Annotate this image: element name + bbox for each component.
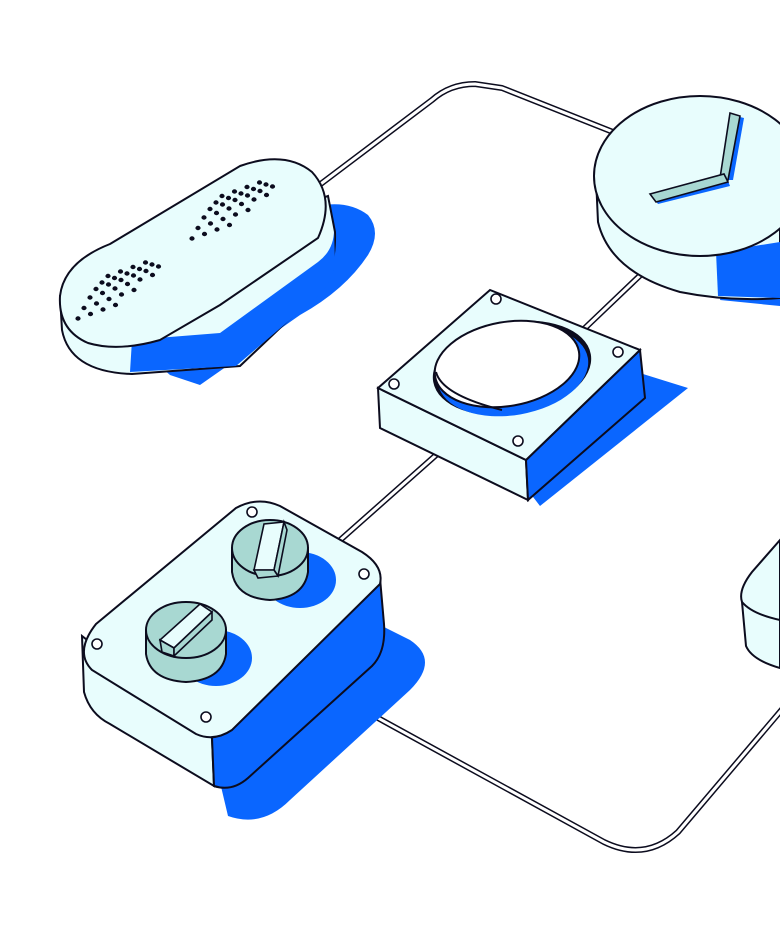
speaker-grille-hole (219, 202, 226, 207)
speaker-grille-hole (87, 295, 93, 300)
clock-hands-icon (648, 111, 744, 204)
speaker-grille-hole (100, 307, 106, 312)
speaker-grille-hole (81, 305, 87, 311)
partial-device (740, 538, 780, 670)
button-shadow (520, 370, 688, 506)
speaker-grille-left (75, 260, 162, 321)
button-screw-icon (388, 378, 400, 390)
speaker-grille-hole (155, 264, 162, 269)
speaker-grille-hole (226, 206, 232, 211)
dial-knob-icon (145, 601, 252, 686)
speaker-grille-hole (117, 269, 124, 274)
speaker-grille-hole (105, 273, 111, 279)
speaker-grille-hole (106, 296, 112, 302)
speaker-grille-hole (87, 311, 94, 317)
speaker-grille-hole (251, 197, 257, 202)
speaker-grille-hole (149, 272, 156, 278)
speaker-grille-hole (225, 195, 232, 201)
button-screw-icon (512, 435, 524, 447)
dial-screw-icon (246, 506, 258, 518)
speaker-grille-hole (213, 200, 219, 205)
speaker-grille-hole (244, 193, 251, 198)
speaker-grille-hole (245, 207, 251, 213)
speaker-grille-hole (232, 212, 239, 217)
speaker-grille-hole (124, 281, 131, 287)
speaker-grille-hole (112, 286, 118, 291)
dial-screw-icon (358, 568, 370, 580)
speaker-grille-hole (124, 271, 130, 276)
speaker-grille-hole (130, 273, 137, 278)
speaker-grille-hole (136, 266, 143, 272)
speaker-grille-hole (99, 280, 105, 285)
speaker-grille-hole (112, 302, 119, 308)
speaker-grille-hole (118, 292, 125, 297)
speaker-grille-hole (220, 216, 226, 222)
speaker-grille-hole (226, 222, 233, 228)
speaker-grille-hole (195, 225, 201, 231)
speaker-grille-hole (75, 316, 81, 321)
dial-shadow (210, 620, 425, 820)
cable-speaker-clock (315, 81, 621, 189)
speaker-grille-hole (263, 182, 269, 187)
speaker-grille-hole (189, 236, 195, 241)
speaker-top (58, 158, 327, 348)
dial-screw-icon (200, 711, 212, 723)
speaker-grille-hole (131, 287, 137, 293)
speaker-grille-hole (93, 286, 99, 292)
speaker-grille-hole (207, 206, 213, 212)
speaker-grille-hole (99, 290, 106, 296)
speaker-grille-hole (201, 215, 207, 220)
dial-knob-icon (231, 519, 336, 608)
speaker-grille-right (189, 180, 276, 241)
speaker-grille-hole (213, 210, 220, 216)
speaker-grille-hole (149, 262, 155, 267)
speaker-grille-hole (214, 227, 220, 232)
speaker-grille-hole (207, 221, 214, 226)
dial-screw-icon (91, 638, 103, 650)
speaker-grille-hole (111, 275, 118, 281)
speaker-grille-hole (105, 282, 112, 287)
round-button-icon (433, 319, 581, 409)
dial-side-right (210, 575, 386, 789)
speaker-grille-hole (231, 189, 238, 194)
speaker-grille-hole (118, 277, 124, 283)
button-screw-icon (612, 346, 624, 358)
speaker-grille-hole (257, 188, 263, 194)
speaker-grille-hole (143, 268, 149, 274)
speaker-grille-hole (250, 186, 257, 192)
speaker-grille-hole (238, 201, 245, 207)
speaker-grille-hole (256, 180, 263, 185)
speaker-grille-hole (263, 192, 270, 198)
button-screw-icon (490, 293, 502, 305)
speaker-grille-hole (244, 184, 250, 190)
speaker-device (58, 158, 375, 385)
dial-controller-device (80, 500, 425, 820)
speaker-grille-hole (219, 193, 225, 199)
push-button-device (376, 288, 688, 506)
speaker-grille-hole (201, 231, 208, 237)
speaker-grille-hole (269, 184, 276, 189)
speaker-grille-hole (238, 191, 244, 196)
speaker-grille-hole (232, 197, 238, 203)
speaker-grille-hole (142, 260, 149, 265)
speaker-grille-hole (137, 277, 143, 282)
speaker-grille-hole (130, 264, 136, 270)
clock-device (593, 95, 780, 306)
speaker-grille-hole (93, 301, 100, 306)
